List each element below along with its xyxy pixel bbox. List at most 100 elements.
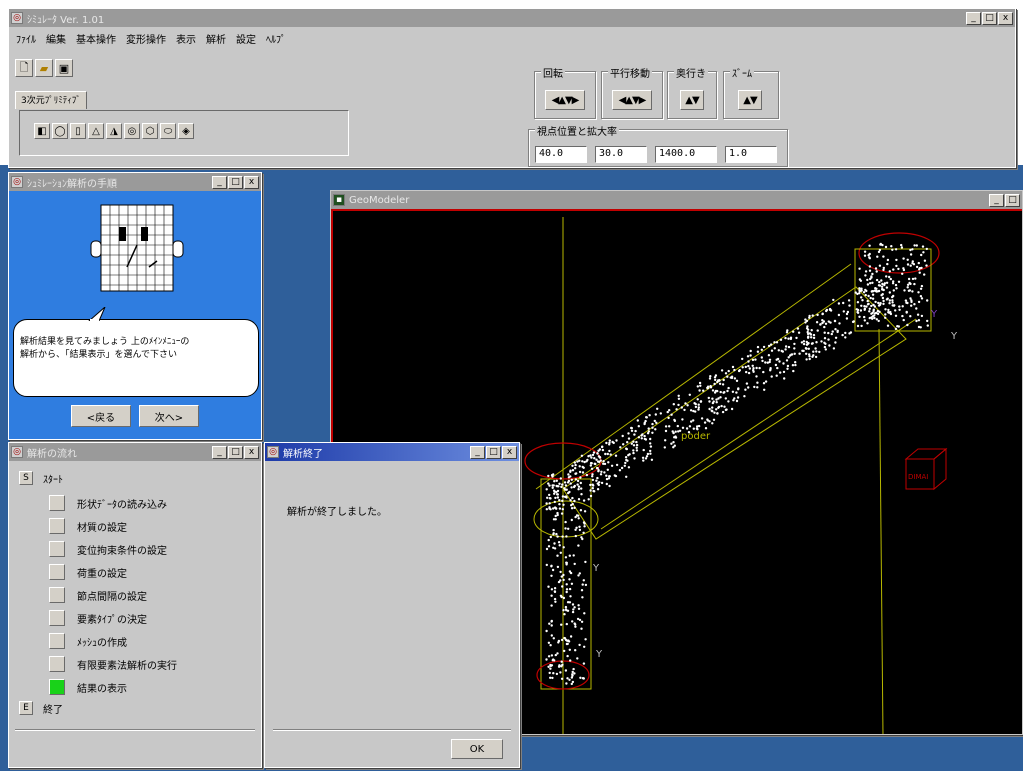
mesh-node xyxy=(576,483,579,486)
ok-button[interactable]: OK xyxy=(451,739,503,759)
menu-analysis[interactable]: 解析 xyxy=(206,34,226,46)
rotate-control[interactable]: ◀▲▼▶ xyxy=(545,90,585,110)
mesh-node xyxy=(831,330,834,333)
mesh-node xyxy=(649,437,652,441)
tab-3d-primitive[interactable]: 3次元ﾌﾟﾘﾐﾃｨﾌﾞ xyxy=(15,91,87,109)
torus-shape-icon[interactable]: ◎ xyxy=(124,123,140,139)
mesh-node xyxy=(724,397,727,400)
mesh-node xyxy=(571,464,574,467)
menu-edit[interactable]: 編集 xyxy=(46,34,66,46)
cone-shape-icon[interactable]: △ xyxy=(88,123,104,139)
mesh-node xyxy=(910,304,913,307)
steps-close-button[interactable]: x xyxy=(244,445,259,459)
viewer-maximize-button[interactable]: □ xyxy=(1005,193,1020,207)
step-row[interactable]: ﾒｯｼｭの作成 xyxy=(49,631,127,651)
step-row[interactable]: 節点間隔の設定 xyxy=(49,585,147,605)
mesh-node xyxy=(552,546,555,549)
mesh-node xyxy=(867,294,870,298)
axis-label-y-far: Y xyxy=(950,331,958,342)
mesh-node xyxy=(846,310,850,314)
mesh-node xyxy=(591,475,594,478)
menu-help[interactable]: ﾍﾙﾌﾟ xyxy=(266,34,286,46)
minimize-button[interactable]: _ xyxy=(966,11,981,25)
guide-close-button[interactable]: x xyxy=(244,175,259,189)
back-button[interactable]: <戻る xyxy=(71,405,131,427)
step-row[interactable]: 結果の表示 xyxy=(49,677,127,697)
sphere-shape-icon[interactable]: ◯ xyxy=(52,123,68,139)
depth-control[interactable]: ▲▼ xyxy=(680,90,704,110)
mesh-node xyxy=(753,385,756,389)
step-row[interactable]: 変位拘束条件の設定 xyxy=(49,539,167,559)
mesh-node xyxy=(815,321,819,324)
step-row[interactable]: 要素ﾀｲﾌﾟの決定 xyxy=(49,608,147,628)
steps-maximize-button[interactable]: □ xyxy=(228,445,243,459)
mesh-node xyxy=(888,275,891,279)
mesh-node xyxy=(918,268,921,271)
mesh-node xyxy=(565,561,568,565)
menu-file[interactable]: ﾌｧｲﾙ xyxy=(16,34,36,46)
mesh-node xyxy=(624,461,627,465)
cylinder-shape-icon[interactable]: ▯ xyxy=(70,123,86,139)
step-status-indicator xyxy=(49,656,65,672)
mesh-node xyxy=(581,471,585,474)
view-zoom-field[interactable]: 1.0 xyxy=(725,146,777,163)
complete-dialog: ◎ 解析終了 _ □ x 解析が終了しました。 OK xyxy=(264,442,520,768)
guide-maximize-button[interactable]: □ xyxy=(228,175,243,189)
steps-minimize-button[interactable]: _ xyxy=(212,445,227,459)
box-shape-icon[interactable]: ◧ xyxy=(34,123,50,139)
new-file-icon[interactable]: 🗋 xyxy=(15,59,33,77)
view-azimuth-field[interactable]: 40.0 xyxy=(535,146,587,163)
mesh-node xyxy=(551,568,555,572)
view-distance-field[interactable]: 1400.0 xyxy=(655,146,717,163)
mesh-node xyxy=(868,256,871,259)
menu-basic-ops[interactable]: 基本操作 xyxy=(76,34,116,46)
mesh-node xyxy=(659,412,662,415)
save-disk-icon[interactable]: ▣ xyxy=(55,59,73,77)
menu-settings[interactable]: 設定 xyxy=(236,34,256,46)
zoom-control[interactable]: ▲▼ xyxy=(738,90,762,110)
mesh-node xyxy=(873,316,876,320)
mesh-node xyxy=(573,484,576,488)
viewer-minimize-button[interactable]: _ xyxy=(989,193,1004,207)
mesh-node xyxy=(560,660,563,663)
mesh-node xyxy=(592,484,595,487)
mesh-node xyxy=(561,508,564,511)
close-button[interactable]: x xyxy=(998,11,1013,25)
prism-shape-icon[interactable]: ⬡ xyxy=(142,123,158,139)
mesh-node xyxy=(670,442,673,445)
step-row[interactable]: 荷重の設定 xyxy=(49,562,127,582)
menu-view[interactable]: 表示 xyxy=(176,34,196,46)
pyramid-shape-icon[interactable]: ◮ xyxy=(106,123,122,139)
mesh-node xyxy=(684,402,687,405)
ellipsoid-shape-icon[interactable]: ⬭ xyxy=(160,123,176,139)
mesh-node xyxy=(719,396,722,399)
open-folder-icon[interactable]: ▰ xyxy=(35,59,53,77)
mesh-node xyxy=(554,653,557,657)
complete-minimize-button[interactable]: _ xyxy=(470,445,485,459)
mesh-node xyxy=(645,455,649,458)
menu-transform-ops[interactable]: 変形操作 xyxy=(126,34,166,46)
next-button[interactable]: 次へ> xyxy=(139,405,199,427)
mesh-node xyxy=(836,329,839,332)
mesh-node xyxy=(749,349,752,353)
complete-maximize-button[interactable]: □ xyxy=(486,445,501,459)
mesh-node xyxy=(785,331,789,334)
mesh-node xyxy=(901,272,904,275)
step-row[interactable]: 材質の設定 xyxy=(49,516,127,536)
mesh-node xyxy=(871,297,875,300)
maximize-button[interactable]: □ xyxy=(982,11,997,25)
complete-close-button[interactable]: x xyxy=(502,445,517,459)
mesh-node xyxy=(865,305,868,308)
mesh-node xyxy=(685,427,689,430)
mesh-node xyxy=(890,245,893,248)
guide-minimize-button[interactable]: _ xyxy=(212,175,227,189)
pan-control[interactable]: ◀▲▼▶ xyxy=(612,90,652,110)
rotate-label: 回転 xyxy=(541,65,565,80)
mesh-node xyxy=(554,600,557,603)
view-elevation-field[interactable]: 30.0 xyxy=(595,146,647,163)
mesh-node xyxy=(606,468,609,471)
step-row[interactable]: 有限要素法解析の実行 xyxy=(49,654,177,674)
wedge-shape-icon[interactable]: ◈ xyxy=(178,123,194,139)
complete-app-icon: ◎ xyxy=(267,446,279,458)
step-row[interactable]: 形状ﾃﾞｰﾀの読み込み xyxy=(49,493,167,513)
